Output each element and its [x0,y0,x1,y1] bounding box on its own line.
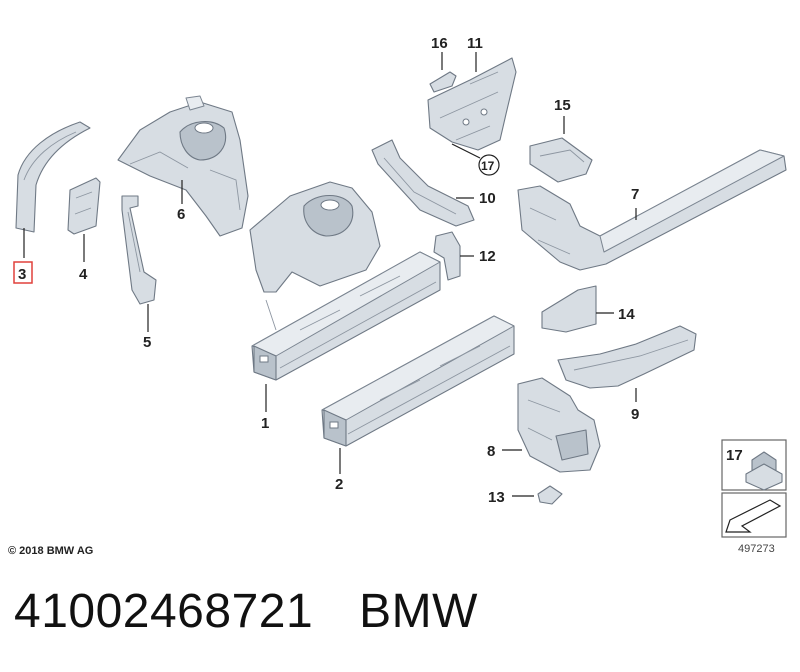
part-1-side-member-assembly [249,181,441,381]
part-2-side-member-lower [321,315,515,447]
leader-lines [23,52,637,497]
label-17-callout: 17 [481,159,495,173]
label-6: 6 [177,206,185,223]
part-7-rail [517,149,787,271]
legend-17-label: 17 [726,447,743,464]
label-16: 16 [431,35,448,52]
label-12: 12 [479,248,496,265]
part-number: 41002468721 [14,585,314,638]
part-14-bracket [541,285,597,333]
brand-name: BMW [359,585,478,638]
label-14: 14 [618,306,635,323]
label-15: 15 [554,97,571,114]
caption: 41002468721 BMW [14,584,478,639]
part-12-angle-bracket [433,231,461,281]
label-3: 3 [18,266,26,283]
label-1: 1 [261,415,269,432]
part-6-shock-tower [117,95,249,237]
direction-arrow-icon [725,499,782,533]
legend-arrow-box [721,492,787,538]
label-7: 7 [631,186,639,203]
label-9: 9 [631,406,639,423]
copyright: © 2018 BMW AG [8,545,93,557]
part-9-lower-rail [557,325,697,389]
part-15-plate [529,137,593,183]
part-10-diagonal-bracket [371,139,475,227]
part-11-bulkhead-panel [427,57,517,151]
part-5-strut [121,195,157,305]
part-17-callout [451,143,500,176]
diagram-number: 497273 [738,543,775,555]
label-2: 2 [335,476,343,493]
label-8: 8 [487,443,495,460]
part-16-tab [429,71,457,93]
label-13: 13 [488,489,505,506]
highlight-box [13,261,33,284]
label-4: 4 [79,266,88,283]
part-4-bracket [67,177,101,235]
label-5: 5 [143,334,151,351]
label-10: 10 [479,190,496,207]
part-8-support-bracket [517,377,601,473]
label-11: 11 [467,35,483,52]
part-13-clip [537,485,563,505]
legend-part-17: 17 [721,439,787,491]
part-3-wheel-arch-strip [15,121,91,233]
